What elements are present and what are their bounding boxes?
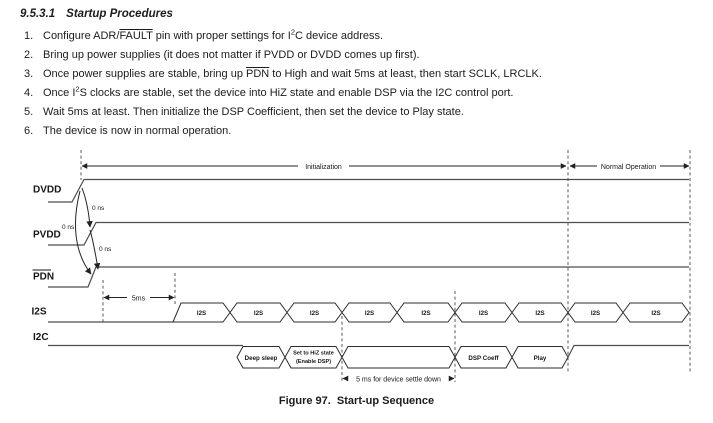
- list-item-text: Wait 5ms at least. Then initialize the D…: [43, 105, 464, 118]
- section-number: 9.5.3.1: [20, 8, 56, 20]
- list-item-text: The device is now in normal operation.: [43, 124, 232, 137]
- signal-label-dvdd: DVDD: [33, 185, 61, 196]
- list-item-number: 6.: [24, 124, 34, 137]
- list-item-text: Configure ADR/FAULT pin with proper sett…: [43, 27, 384, 42]
- five-ms-label: 5ms: [132, 296, 146, 303]
- i2s-cell-label: I2S: [197, 310, 206, 317]
- i2c-cell-label-hiz-line2: (Enable DSP): [296, 359, 331, 365]
- list-item-text: Once power supplies are stable, bring up…: [43, 67, 542, 80]
- figure-caption: Figure 97. Start-up Sequence: [278, 395, 435, 407]
- i2s-cell-label: I2S: [365, 310, 374, 317]
- zero-ns-label: 0 ns: [62, 224, 75, 231]
- list-item-text: Once I2S clocks are stable, set the devi…: [43, 84, 514, 99]
- i2c-cell-label-deep-sleep: Deep sleep: [245, 355, 278, 362]
- i2s-cell-label: I2S: [591, 310, 600, 317]
- pvdd-waveform: [48, 221, 689, 246]
- list-item-number: 4.: [24, 86, 34, 99]
- zero-ns-label: 0 ns: [92, 205, 105, 212]
- list-item: 4. Once I2S clocks are stable, set the d…: [0, 84, 700, 103]
- dvdd-waveform: [48, 178, 689, 203]
- list-item: 5. Wait 5ms at least. Then initialize th…: [0, 103, 700, 122]
- i2s-bus-cell: [172, 302, 231, 323]
- i2s-bus-cell: [622, 302, 690, 323]
- signal-label-pvdd: PVDD: [33, 230, 61, 241]
- list-item: 2. Bring up power supplies (it does not …: [0, 46, 700, 65]
- zero-ns-arrow-pvdd-to-pdn: [89, 229, 101, 270]
- i2s-cell-label: I2S: [479, 310, 488, 317]
- i2c-bus-cell-empty: [341, 346, 456, 369]
- startup-steps-list: 1. Configure ADR/FAULT pin with proper s…: [0, 27, 700, 140]
- list-item-text: Bring up power supplies (it does not mat…: [43, 48, 420, 61]
- i2s-cell-label: I2S: [651, 310, 660, 317]
- i2c-cell-label-play: Play: [534, 355, 547, 362]
- list-item-number: 2.: [24, 48, 34, 61]
- i2c-idle-line-after-play: [567, 344, 689, 358]
- i2s-cell-label: I2S: [421, 310, 430, 317]
- zero-ns-arrow-dvdd-to-pvdd: [81, 187, 93, 228]
- zero-ns-label: 0 ns: [99, 246, 112, 253]
- list-item: 1. Configure ADR/FAULT pin with proper s…: [0, 27, 700, 46]
- i2s-cell-label: I2S: [310, 310, 319, 317]
- i2c-cell-label-dsp-coeff: DSP Coeff: [468, 355, 499, 362]
- pdn-waveform: [48, 266, 689, 288]
- zero-ns-arrow-dvdd-to-pdn: [75, 190, 92, 275]
- phase-label-normal-operation: Normal Operation: [601, 164, 656, 171]
- list-item-number: 1.: [24, 30, 34, 42]
- list-item-number: 3.: [24, 67, 34, 80]
- i2c-cell-label-hiz-line1: Set to HiZ state: [293, 351, 334, 357]
- signal-label-i2c: I2C: [33, 332, 49, 343]
- i2s-cell-label: I2S: [535, 310, 544, 317]
- list-item-number: 5.: [24, 105, 34, 118]
- list-item: 3. Once power supplies are stable, bring…: [0, 65, 700, 84]
- signal-label-i2s: I2S: [32, 307, 47, 318]
- signal-label-pdn: PDN: [33, 272, 54, 283]
- settle-down-label: 5 ms for device settle down: [356, 377, 441, 384]
- phase-label-initialization: Initialization: [305, 164, 342, 171]
- section-heading: 9.5.3.1 Startup Procedures: [20, 8, 173, 20]
- list-item: 6. The device is now in normal operation…: [0, 122, 700, 141]
- section-title: Startup Procedures: [66, 8, 173, 20]
- i2s-cell-label: I2S: [254, 310, 263, 317]
